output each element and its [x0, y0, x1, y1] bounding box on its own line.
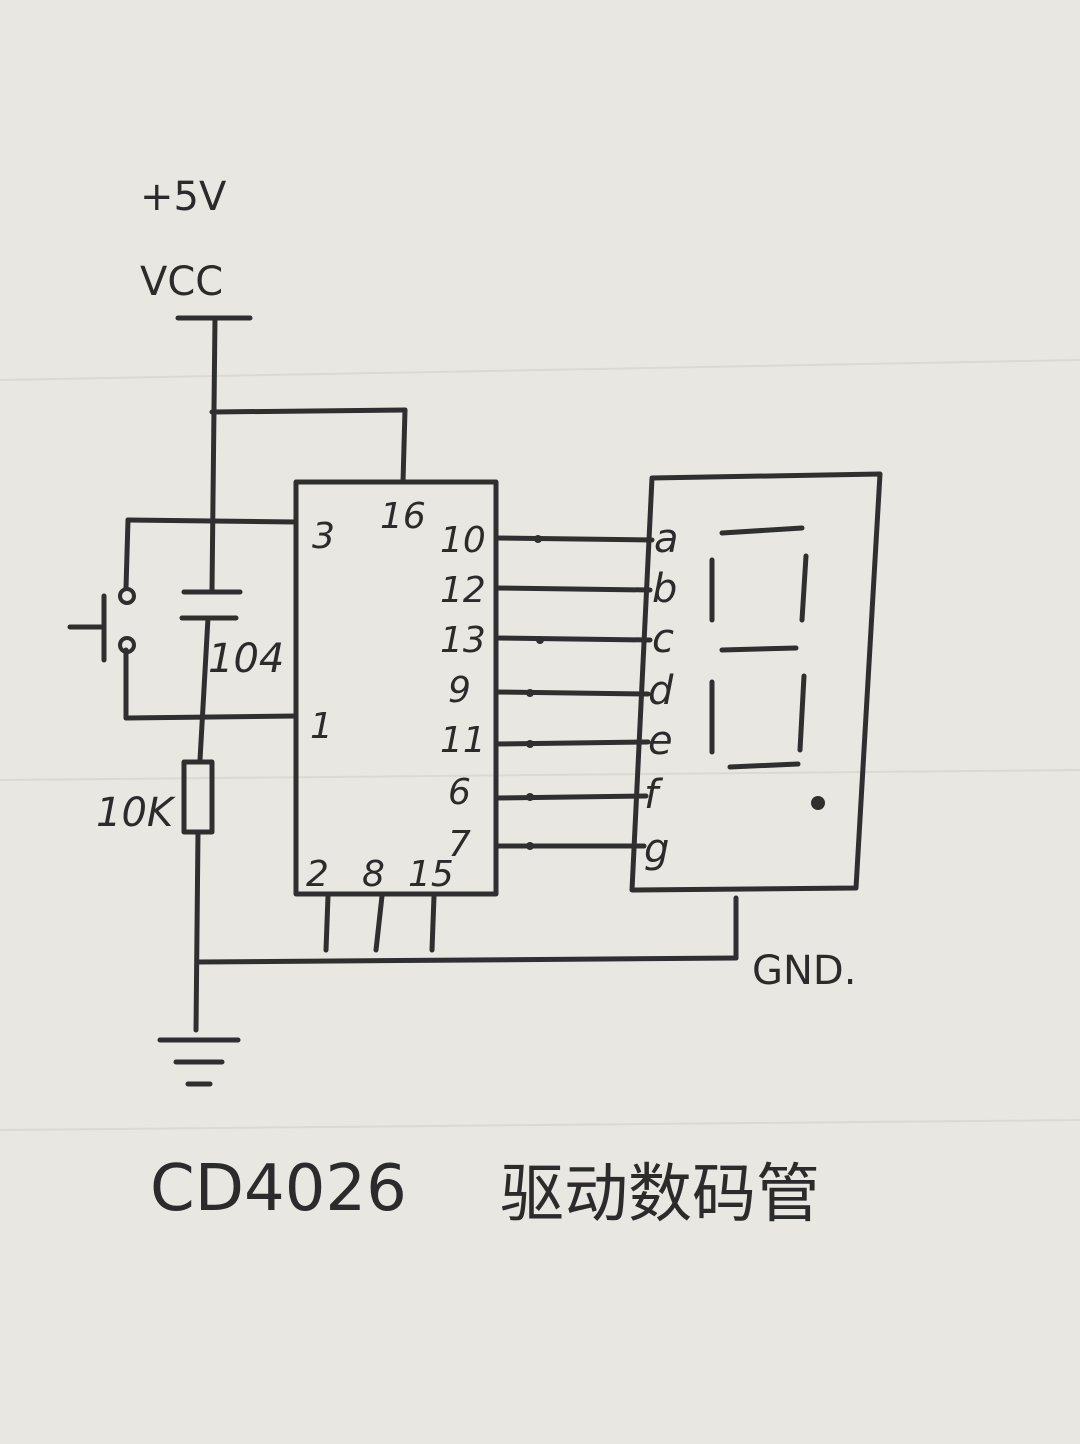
segment-g-label: g [644, 826, 669, 872]
segment-c-label: c [652, 616, 674, 662]
pin-8-label: 8 [362, 854, 385, 895]
resistor [181, 759, 215, 1033]
gnd-label: GND. [752, 948, 856, 994]
pin-9-label: 9 [448, 670, 471, 711]
pin-10-label: 10 [440, 520, 486, 561]
segment-a-label: a [654, 516, 679, 562]
segment-f-label: f [644, 772, 664, 818]
vcc-label: VCC [140, 259, 223, 305]
capacitor-value: 104 [208, 636, 284, 682]
pin-1-label: 1 [310, 706, 333, 747]
capacitor [179, 589, 243, 763]
resistor-value: 10K [96, 790, 176, 836]
segment-e-label: e [648, 718, 673, 764]
reset-wire [123, 517, 299, 721]
pin-12-label: 12 [440, 570, 486, 611]
pin-3-label: 3 [312, 516, 335, 557]
segment-wires [493, 535, 655, 849]
pin-11-label: 11 [440, 720, 486, 761]
vcc-rail [175, 315, 408, 593]
pin-7-label: 7 [448, 824, 471, 865]
caption-chip: CD4026 [150, 1152, 407, 1226]
cd4026-chip [293, 479, 499, 897]
seven-segment-display [629, 471, 883, 893]
push-button [67, 587, 136, 663]
wire-dots [526, 535, 544, 850]
ground-symbol [157, 1037, 241, 1087]
pin-15-label: 15 [408, 854, 454, 895]
supply-voltage-label: +5V [140, 174, 227, 220]
segment-b-label: b [652, 566, 677, 612]
pin-13-label: 13 [440, 620, 486, 661]
paper-lines [0, 359, 1080, 1131]
ground-bus [195, 893, 739, 965]
pin-2-label: 2 [306, 854, 329, 895]
pin-6-label: 6 [448, 772, 471, 813]
caption-text: 驱动数码管 [500, 1158, 820, 1232]
pin-16-label: 16 [380, 496, 426, 537]
segment-d-label: d [648, 668, 674, 714]
